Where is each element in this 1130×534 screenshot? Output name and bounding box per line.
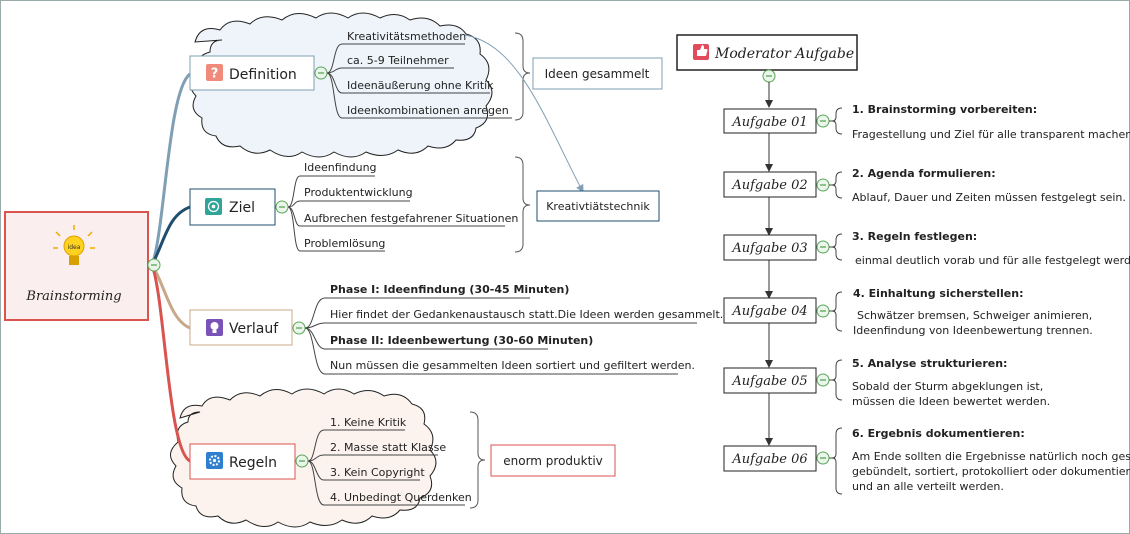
verlauf-item-3: Phase II: Ideenbewertung (30-60 Minuten) — [330, 334, 593, 347]
moderator-node[interactable]: Moderator Aufgabe — [676, 34, 858, 71]
ziel-item-1: Ideenfindung — [304, 161, 377, 174]
definition-label: Definition — [229, 67, 297, 83]
task-4-text-2: Ideenfindung von Ideenbewertung trennen. — [853, 324, 1093, 337]
verlauf-item-1: Phase I: Ideenfindung (30-45 Minuten) — [330, 283, 569, 296]
branch-line-definition — [150, 72, 192, 266]
task-5-text-1: Sobald der Sturm abgeklungen ist, — [852, 380, 1043, 393]
regeln-label: Regeln — [229, 455, 277, 471]
task-node-5[interactable]: Aufgabe 05 — [723, 367, 817, 394]
svg-text:Aufgabe 05: Aufgabe 05 — [731, 374, 807, 389]
task-4-text-1: Schwätzer bremsen, Schweiger animieren, — [857, 309, 1092, 322]
definition-cloud — [190, 12, 493, 158]
svg-text:?: ? — [211, 67, 219, 82]
ziel-node[interactable]: Ziel — [189, 188, 276, 226]
definition-item-4: Ideenkombinationen anregen — [347, 104, 509, 117]
ziel-brace — [514, 156, 531, 253]
task-3-text-1: einmal deutlich vorab und für alle festg… — [855, 254, 1130, 267]
svg-text:Aufgabe 01: Aufgabe 01 — [731, 115, 807, 130]
target-icon — [205, 198, 222, 215]
ziel-item-2: Produktentwicklung — [304, 186, 413, 199]
task-3-heading: 3. Regeln festlegen: — [852, 230, 977, 243]
regeln-item-2: 2. Masse statt Klasse — [330, 441, 446, 454]
verlauf-item-4: Nun müssen die gesammelten Ideen sortier… — [330, 359, 695, 372]
gear-icon — [206, 452, 223, 469]
svg-text:enorm produktiv: enorm produktiv — [503, 454, 603, 468]
definition-node[interactable]: ? Definition — [189, 55, 315, 91]
definition-brace — [514, 32, 531, 121]
svg-text:Aufgabe 04: Aufgabe 04 — [731, 304, 807, 319]
task-6-text-3: und an alle verteilt werden. — [852, 480, 1004, 493]
regeln-item-4: 4. Unbedingt Querdenken — [330, 491, 472, 504]
task-1-heading: 1. Brainstorming vorbereiten: — [852, 103, 1037, 116]
svg-text:Kreativtiätstechnik: Kreativtiätstechnik — [546, 200, 650, 213]
branch-line-regeln — [150, 264, 191, 463]
task-6-text-1: Am Ende sollten die Ergebnisse natürlich… — [852, 450, 1130, 463]
svg-text:idea: idea — [68, 244, 81, 251]
definition-item-2: ca. 5-9 Teilnehmer — [347, 54, 449, 67]
regeln-brace — [469, 411, 486, 509]
regeln-item-3: 3. Kein Copyright — [330, 466, 425, 479]
task-6-text-2: gebündelt, sortiert, protokolliert oder … — [852, 465, 1130, 478]
ziel-item-4: Problemlösung — [304, 237, 385, 250]
definition-item-1: Kreativitätsmethoden — [347, 30, 466, 43]
verlauf-label: Verlauf — [229, 321, 279, 337]
ziel-label: Ziel — [229, 200, 255, 216]
regeln-node[interactable]: Regeln — [189, 443, 296, 480]
lightbulb-icon: idea — [53, 225, 95, 265]
verlauf-item-2: Hier findet der Gedankenaustausch statt.… — [330, 308, 723, 321]
task-node-3[interactable]: Aufgabe 03 — [723, 234, 817, 261]
svg-text:Ideen gesammelt: Ideen gesammelt — [545, 67, 650, 81]
moderator-label: Moderator Aufgabe — [714, 46, 854, 62]
task-5-text-2: müssen die Ideen bewertet werden. — [852, 395, 1050, 408]
task-node-1[interactable]: Aufgabe 01 — [723, 108, 817, 134]
task-2-text-1: Ablauf, Dauer und Zeiten müssen festgele… — [852, 191, 1126, 204]
svg-text:Aufgabe 06: Aufgabe 06 — [731, 452, 807, 467]
task-node-2[interactable]: Aufgabe 02 — [723, 171, 817, 198]
root-node[interactable]: idea Brainstorming — [4, 211, 149, 321]
ziel-summary[interactable]: Kreativtiätstechnik — [536, 190, 660, 222]
regeln-item-1: 1. Keine Kritik — [330, 416, 407, 429]
task-2-heading: 2. Agenda formulieren: — [852, 167, 996, 180]
relationship-arrow — [464, 34, 584, 193]
task-1-text-1: Fragestellung und Ziel für alle transpar… — [852, 128, 1130, 141]
root-label: Brainstorming — [25, 289, 121, 304]
verlauf-node[interactable]: Verlauf — [189, 309, 293, 346]
svg-text:Aufgabe 02: Aufgabe 02 — [731, 178, 807, 193]
svg-text:Aufgabe 03: Aufgabe 03 — [731, 241, 807, 256]
definition-item-3: Ideenäußerung ohne Kritik — [347, 79, 494, 92]
regeln-summary[interactable]: enorm produktiv — [490, 444, 616, 477]
definition-summary[interactable]: Ideen gesammelt — [532, 57, 663, 90]
ziel-item-3: Aufbrechen festgefahrener Situationen — [304, 212, 518, 225]
task-6-heading: 6. Ergebnis dokumentieren: — [852, 427, 1025, 440]
task-5-heading: 5. Analyse strukturieren: — [852, 357, 1007, 370]
thumbs-up-icon — [693, 44, 709, 60]
task-node-4[interactable]: Aufgabe 04 — [723, 297, 817, 324]
branch-line-ziel — [150, 205, 191, 266]
question-icon: ? — [206, 64, 223, 82]
task-4-heading: 4. Einhaltung sicherstellen: — [853, 287, 1023, 300]
idea-bulb-icon — [206, 319, 223, 336]
task-node-6[interactable]: Aufgabe 06 — [723, 445, 817, 472]
